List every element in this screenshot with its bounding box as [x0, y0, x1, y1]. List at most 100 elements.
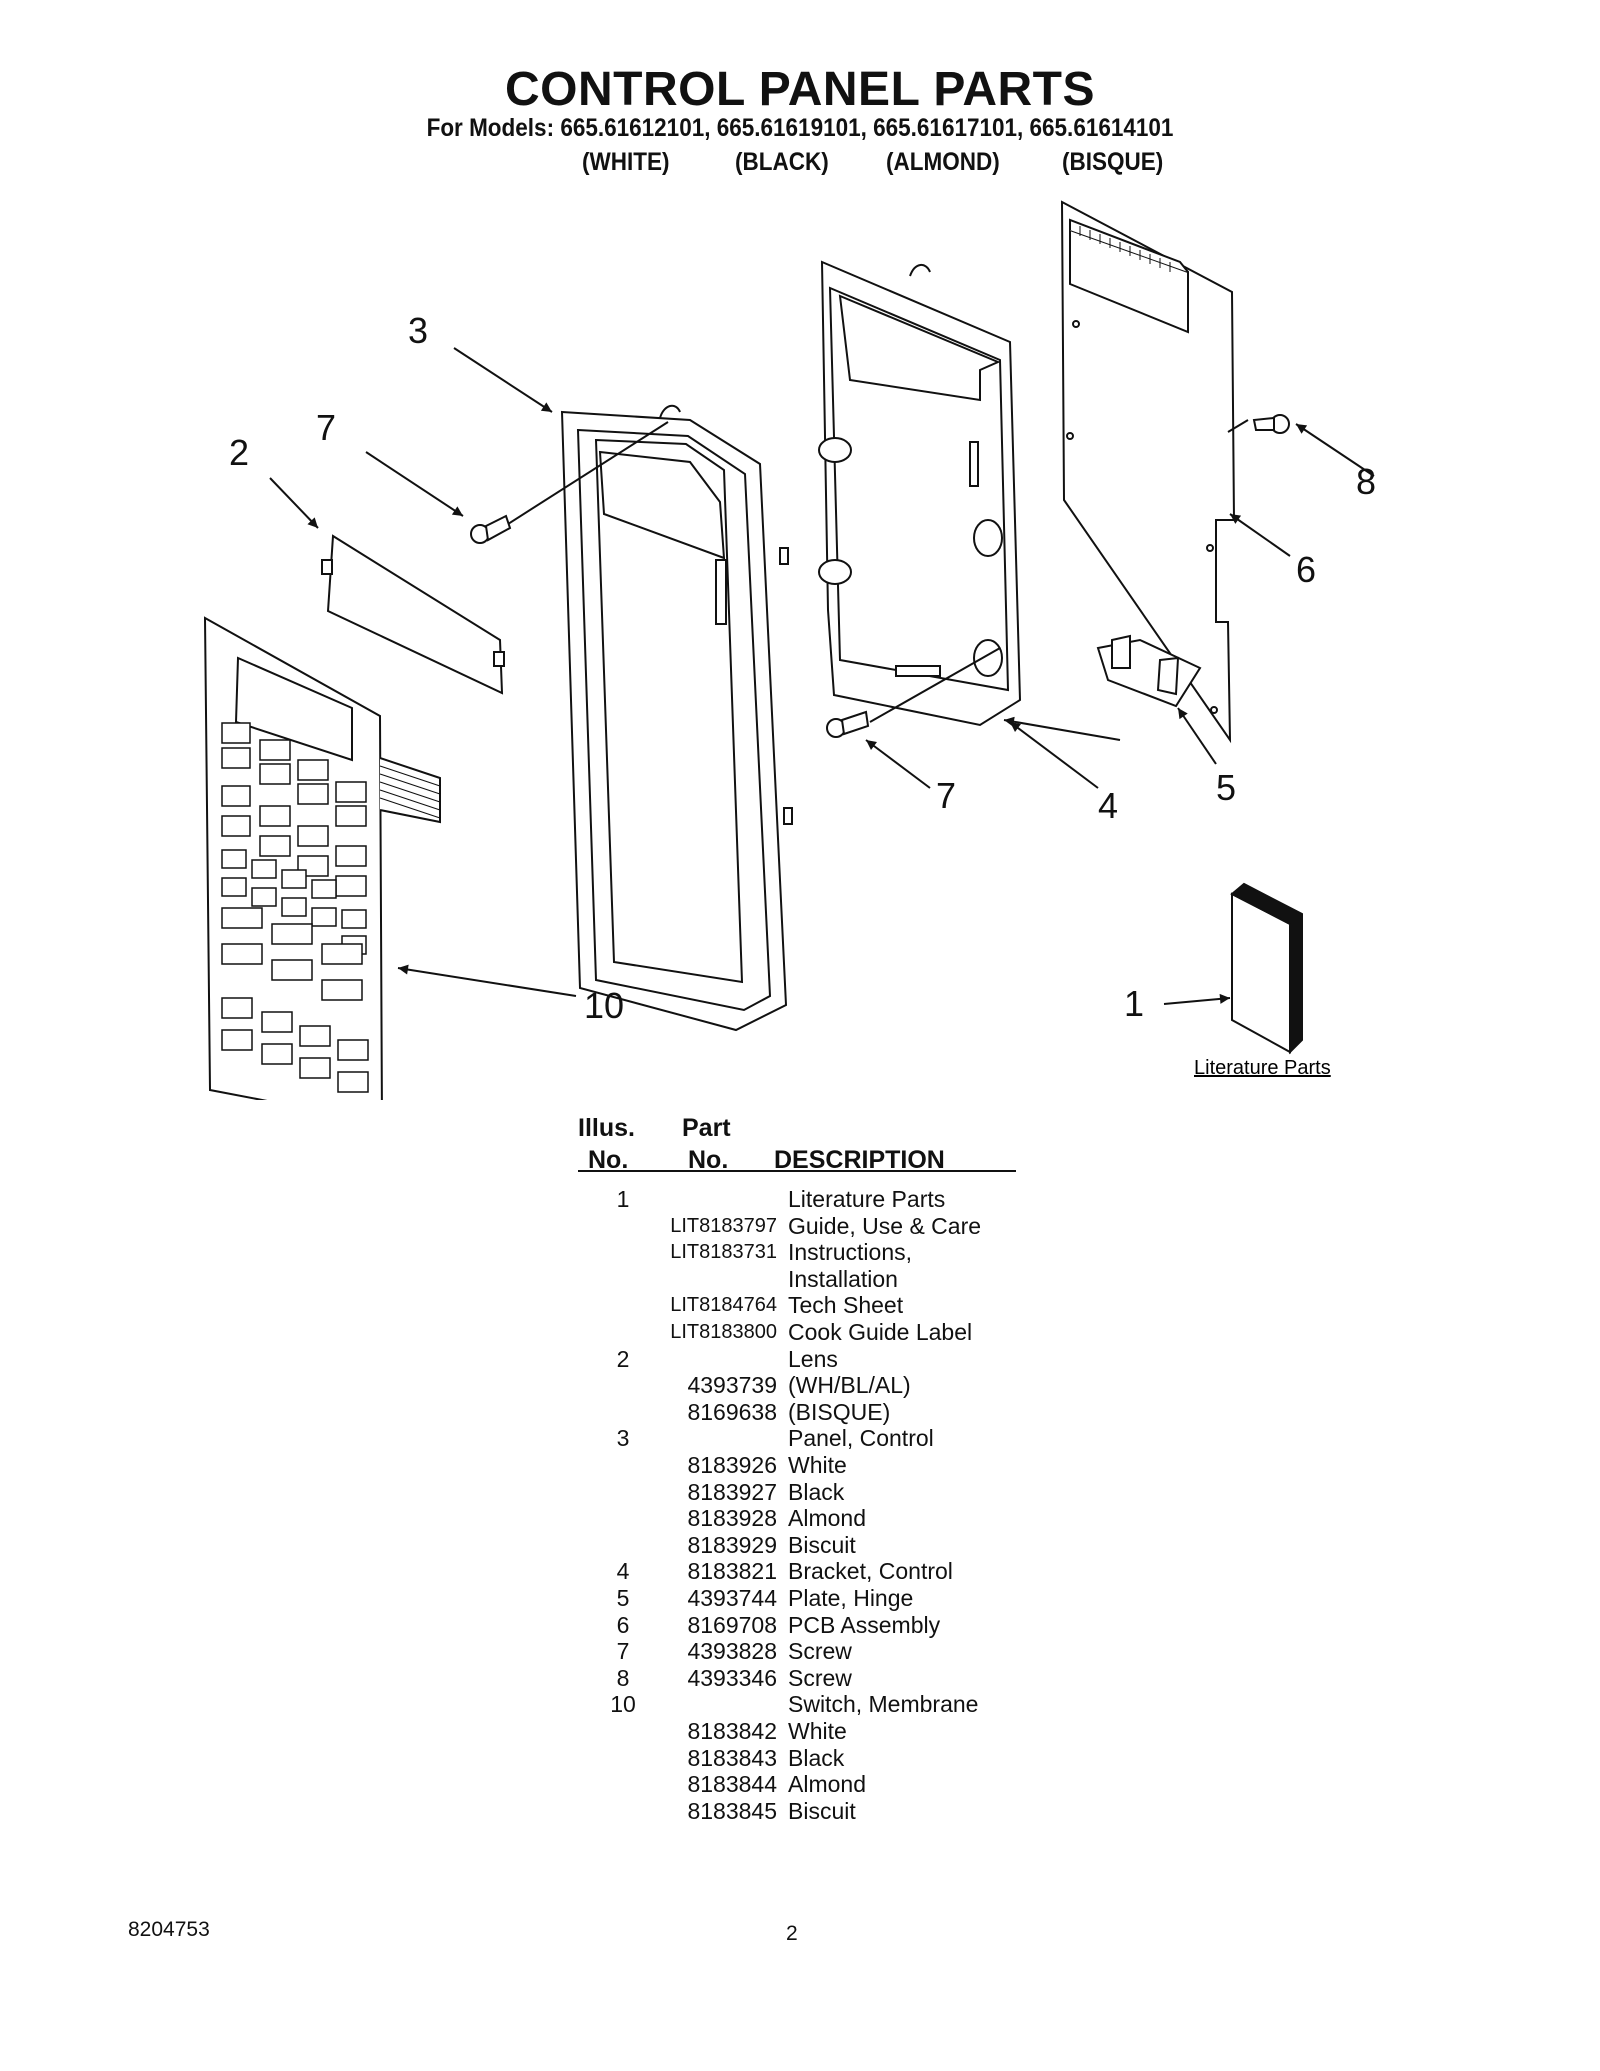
hinge-plate-part: [1096, 634, 1202, 708]
part-number: LIT8183800: [670, 1321, 777, 1343]
part-description: Switch, Membrane: [788, 1691, 979, 1718]
part-description: (WH/BL/AL): [788, 1372, 911, 1399]
table-row: 3 Panel, Control: [0, 1425, 1600, 1452]
table-row: LIT8183800 Cook Guide Label: [0, 1319, 1600, 1346]
illus-number: 3: [616, 1425, 630, 1452]
callout-5: 5: [1216, 767, 1236, 808]
part-description: Instructions,: [788, 1239, 912, 1266]
header-part-bottom: No.: [688, 1146, 729, 1174]
models-line: For Models: 665.61612101, 665.61619101, …: [426, 114, 1174, 142]
part-description: Black: [788, 1478, 845, 1505]
table-row: 6 8169708 PCB Assembly: [0, 1612, 1600, 1639]
part-number: 4393739: [687, 1372, 777, 1399]
part-description: White: [788, 1452, 847, 1478]
table-row: 8183926 White: [0, 1452, 1600, 1479]
table-row: 8183843 Black: [0, 1745, 1600, 1772]
part-description: Panel, Control: [788, 1425, 934, 1452]
screw-8: [1252, 414, 1290, 434]
callout-4: 4: [1098, 785, 1118, 826]
illus-number: 7: [616, 1638, 630, 1665]
part-number: 8183929: [687, 1531, 777, 1558]
table-row: 8183927 Black: [0, 1479, 1600, 1506]
part-number: 8183927: [687, 1478, 777, 1505]
literature-parts-label: Literature Parts: [1194, 1057, 1331, 1079]
color-white: (WHITE): [582, 148, 670, 176]
part-description: Tech Sheet: [788, 1292, 904, 1319]
table-row: LIT8184764 Tech Sheet: [0, 1292, 1600, 1319]
table-row: 8169638(BISQUE): [0, 1399, 1600, 1426]
literature-book-part: [1230, 882, 1303, 1055]
part-number: 8183842: [687, 1718, 777, 1744]
illus-number: 8: [616, 1664, 630, 1691]
table-row: 8183844 Almond: [0, 1771, 1600, 1798]
part-number: 8169708: [687, 1611, 777, 1638]
part-description: Cook Guide Label: [788, 1319, 973, 1345]
header-illus-bottom: No.: [588, 1146, 629, 1174]
page-number: 2: [786, 1922, 798, 1945]
part-number: 8183845: [687, 1797, 777, 1824]
part-description: Screw: [788, 1638, 852, 1665]
header-illus-top: Illus.: [578, 1114, 635, 1142]
membrane-switch-part: [203, 616, 441, 1100]
control-panel-part: [560, 404, 793, 1032]
part-number: 4393744: [687, 1585, 777, 1611]
part-number: 8183844: [687, 1771, 777, 1798]
part-description: Almond: [788, 1505, 866, 1532]
part-number: 8183928: [687, 1505, 777, 1532]
part-description: Almond: [788, 1771, 866, 1798]
header-rule: [578, 1170, 1016, 1172]
part-number: LIT8184764: [670, 1294, 777, 1317]
callout-1: 1: [1124, 983, 1144, 1024]
color-black: (BLACK): [735, 148, 829, 176]
part-description: Plate, Hinge: [788, 1585, 914, 1611]
color-almond: (ALMOND): [886, 148, 1000, 176]
page-title: CONTROL PANEL PARTS: [505, 63, 1095, 116]
part-number: 8169638: [687, 1398, 777, 1425]
screw-7-lower: [826, 710, 870, 738]
part-description: Biscuit: [788, 1797, 856, 1824]
table-row: 8183929 Biscuit: [0, 1532, 1600, 1559]
part-description: Biscuit: [788, 1531, 856, 1558]
exploded-parts-diagram: 3 7 2 7 4 5 8 6 10 1 Literature Parts: [203, 200, 1376, 1100]
control-bracket-part: [818, 260, 1022, 727]
header-description: DESCRIPTION: [774, 1146, 945, 1174]
header-part-top: Part: [682, 1114, 731, 1142]
document-number: 8204753: [128, 1918, 210, 1941]
color-bisque: (BISQUE): [1062, 148, 1164, 176]
table-row: 8183842 White: [0, 1718, 1600, 1745]
part-number: 8183926: [687, 1452, 777, 1478]
illus-number: 4: [616, 1558, 630, 1585]
part-number: 8183821: [687, 1558, 777, 1585]
pcb-assembly-part: [1060, 200, 1236, 744]
part-number: 8183843: [687, 1744, 777, 1771]
table-row: 7 4393828 Screw: [0, 1638, 1600, 1665]
illus-number: 10: [610, 1691, 636, 1718]
callout-8: 8: [1356, 461, 1376, 502]
part-description: Black: [788, 1744, 845, 1771]
table-row: Installation: [0, 1266, 1600, 1293]
part-description: PCB Assembly: [788, 1611, 941, 1638]
part-number: 4393828: [687, 1638, 777, 1665]
table-row: 8183928 Almond: [0, 1505, 1600, 1532]
part-description: Installation: [788, 1265, 898, 1292]
part-number: 4393346: [687, 1664, 777, 1691]
part-description: White: [788, 1718, 847, 1744]
part-description: Literature Parts: [788, 1186, 946, 1212]
screw-7-upper: [470, 514, 512, 544]
lens-part: [321, 534, 505, 695]
illus-number: 6: [616, 1611, 630, 1638]
table-row: 10 Switch, Membrane: [0, 1691, 1600, 1718]
part-description: Bracket, Control: [788, 1558, 953, 1585]
callout-7-upper: 7: [316, 407, 336, 448]
callout-6: 6: [1296, 549, 1316, 590]
part-description: Lens: [788, 1345, 838, 1372]
table-row: 4393739 (WH/BL/AL): [0, 1372, 1600, 1399]
callout-2: 2: [229, 432, 249, 473]
table-row: 8183845 Biscuit: [0, 1798, 1600, 1825]
table-row: 4 8183821 Bracket, Control: [0, 1558, 1600, 1585]
